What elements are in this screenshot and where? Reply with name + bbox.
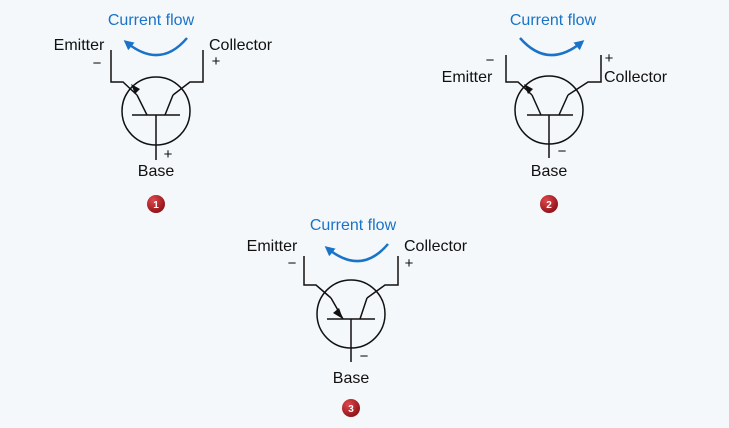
transistor-symbol-icon bbox=[303, 256, 399, 362]
current-flow-arrow-icon bbox=[123, 37, 188, 57]
current-flow-arrow-icon bbox=[519, 37, 585, 57]
base-sign: + bbox=[164, 146, 173, 163]
base-label: Base bbox=[333, 370, 370, 387]
emitter-arrow-icon bbox=[131, 84, 140, 94]
transistor-symbol-icon bbox=[110, 50, 204, 160]
collector-sign: + bbox=[212, 53, 221, 70]
numbered-badge-icon: 1 bbox=[147, 195, 165, 213]
emitter-arrow-icon bbox=[333, 308, 343, 319]
numbered-badge-icon: 2 bbox=[540, 195, 558, 213]
badge-number: 2 bbox=[546, 200, 552, 211]
transistor-diagram-1: Current flow Emitter − Collector + + Bas… bbox=[54, 12, 273, 213]
current-flow-label: Current flow bbox=[510, 12, 597, 29]
emitter-arrow-icon bbox=[524, 84, 533, 94]
transistor-diagram-3: Current flow Emitter − Collector + − Bas… bbox=[247, 217, 468, 417]
collector-sign: + bbox=[405, 255, 414, 272]
collector-label: Collector bbox=[404, 238, 468, 255]
transistor-diagram-2: Current flow − Emitter + Collector − Bas… bbox=[442, 12, 668, 213]
numbered-badge-icon: 3 bbox=[342, 399, 360, 417]
current-flow-label: Current flow bbox=[310, 217, 397, 234]
collector-label: Collector bbox=[604, 69, 668, 86]
badge-number: 1 bbox=[153, 200, 159, 211]
current-flow-label: Current flow bbox=[108, 12, 195, 29]
emitter-label: Emitter bbox=[247, 238, 298, 255]
collector-sign: + bbox=[605, 50, 614, 67]
base-label: Base bbox=[138, 163, 175, 180]
emitter-sign: − bbox=[93, 55, 102, 72]
current-flow-arrow-icon bbox=[324, 243, 389, 263]
base-sign: − bbox=[360, 348, 369, 365]
emitter-label: Emitter bbox=[54, 37, 105, 54]
collector-label: Collector bbox=[209, 37, 273, 54]
badge-number: 3 bbox=[348, 404, 354, 415]
transistor-symbol-icon bbox=[505, 55, 602, 158]
emitter-sign: − bbox=[486, 52, 495, 69]
base-sign: − bbox=[558, 143, 567, 160]
emitter-label: Emitter bbox=[442, 69, 493, 86]
base-label: Base bbox=[531, 163, 568, 180]
emitter-sign: − bbox=[288, 255, 297, 272]
